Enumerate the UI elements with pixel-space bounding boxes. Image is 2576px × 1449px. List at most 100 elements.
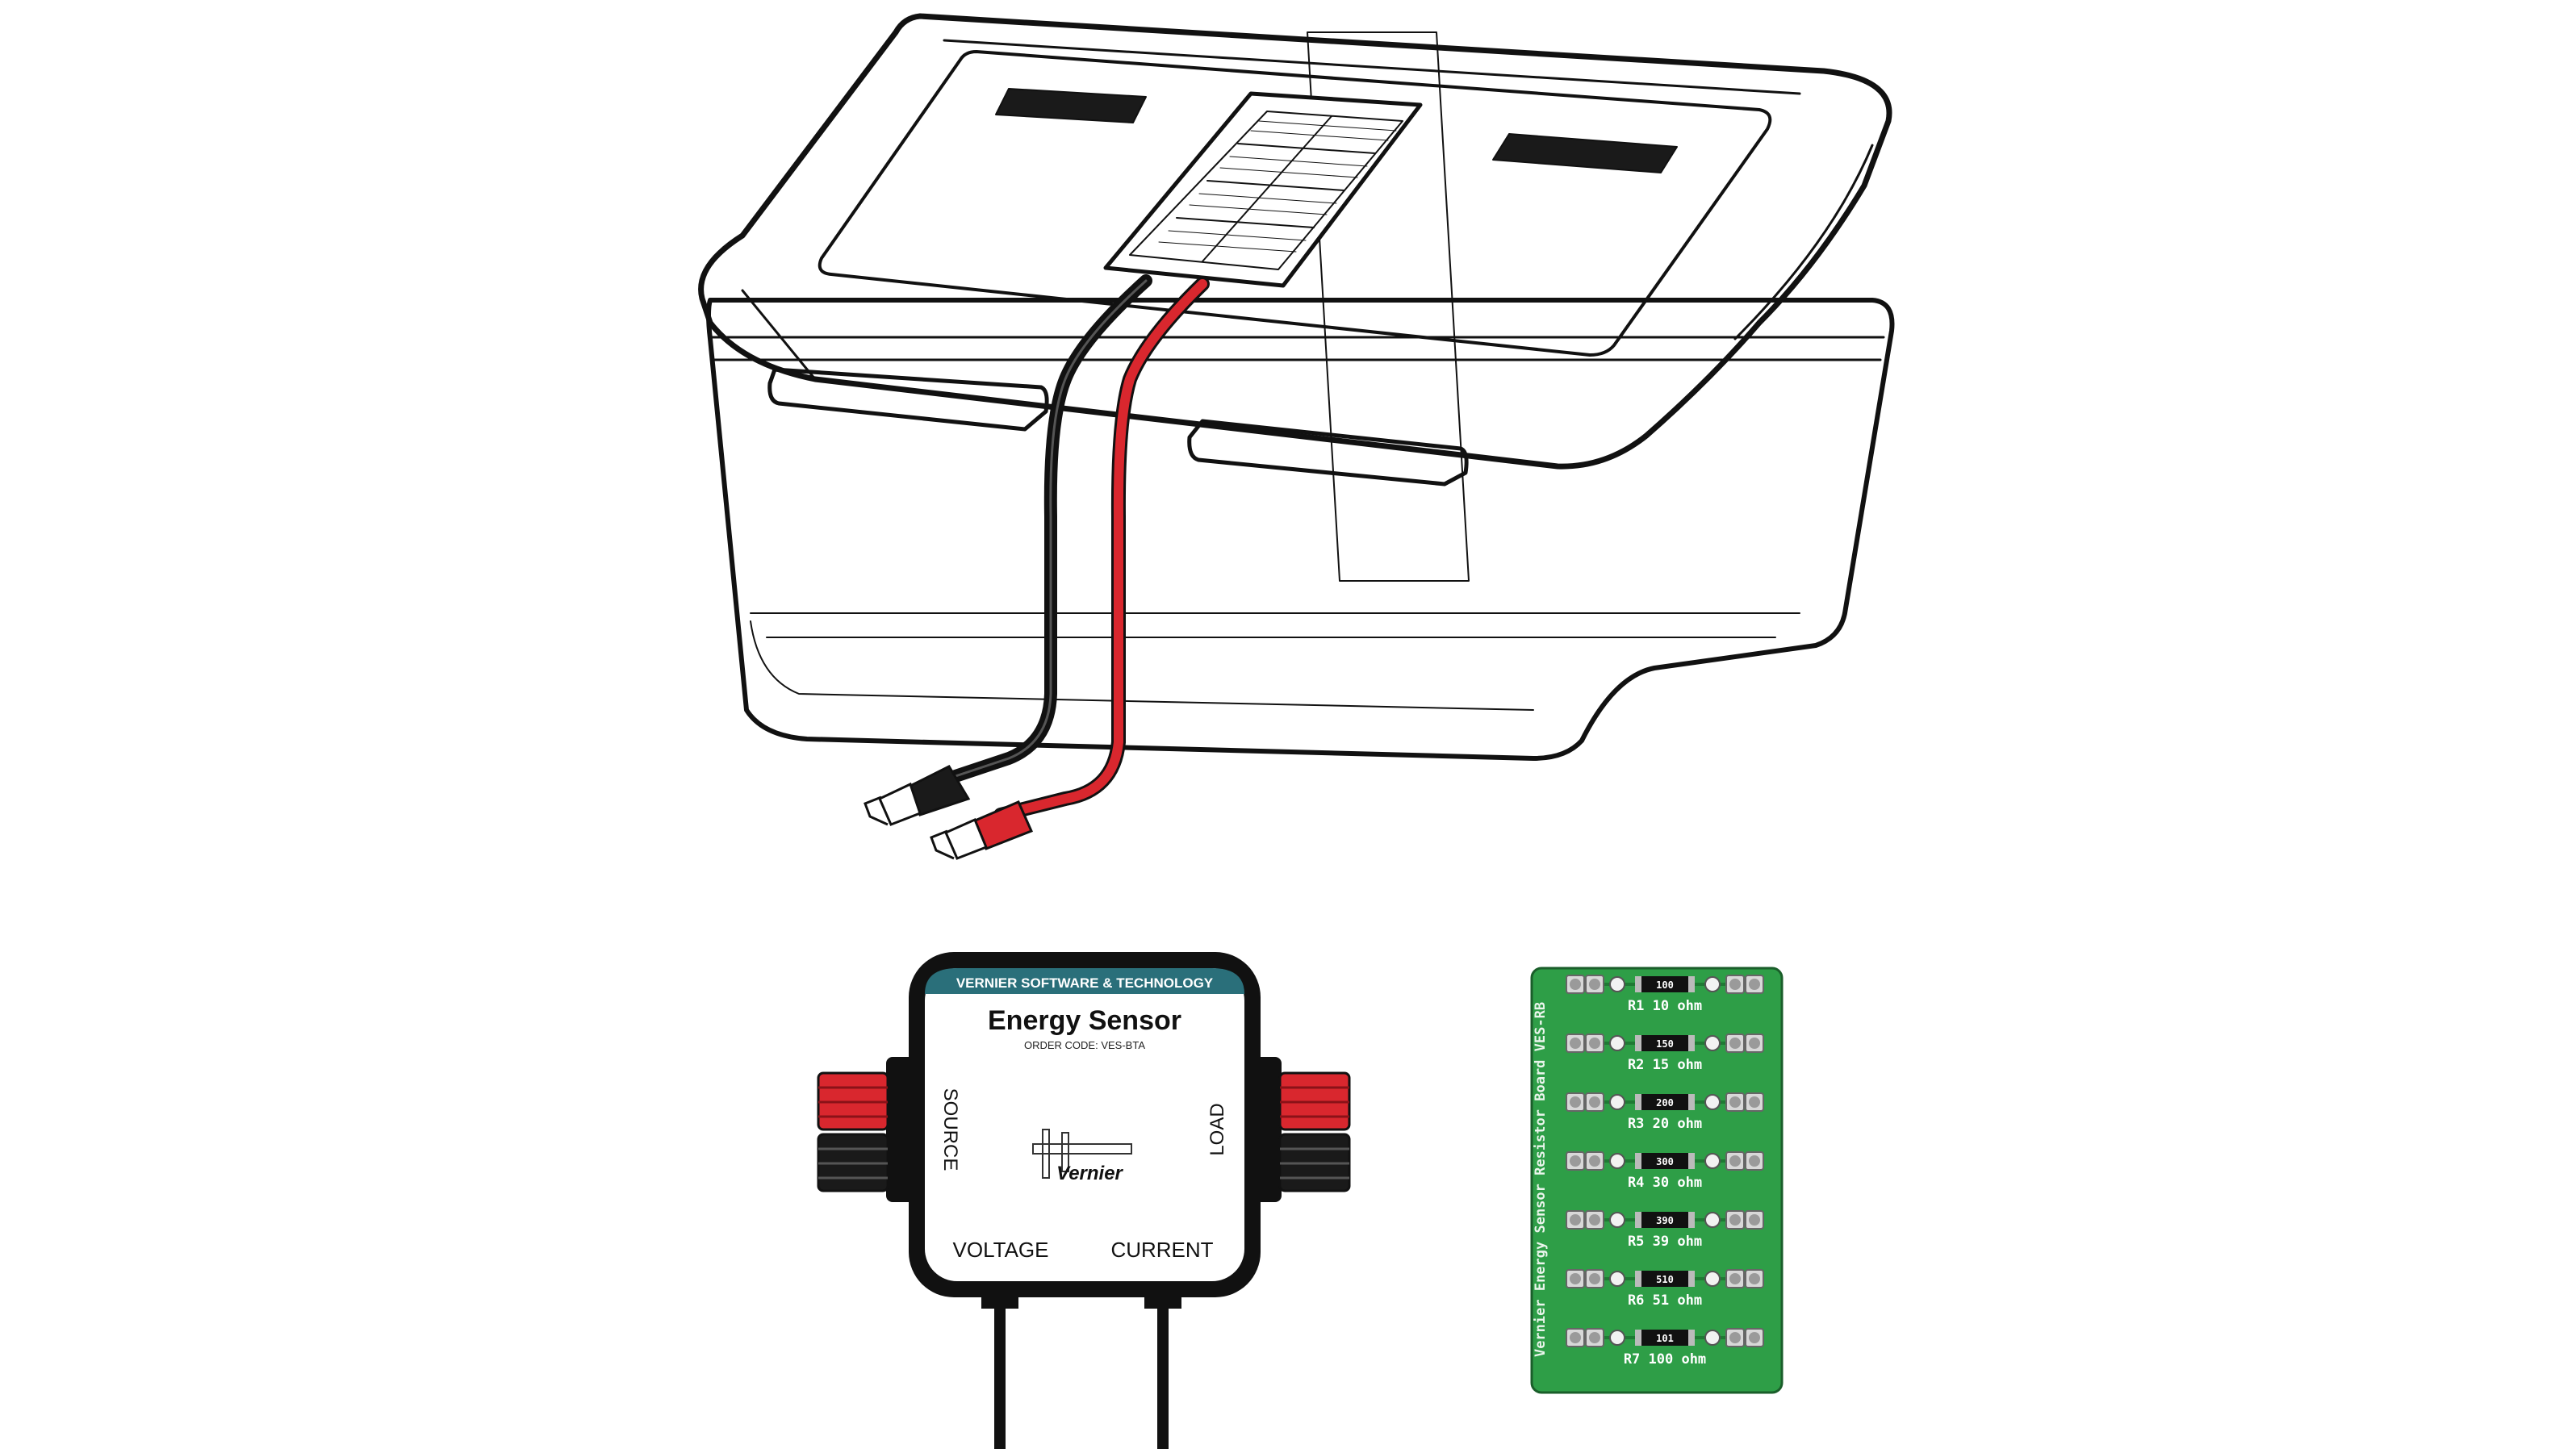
via — [1609, 1271, 1625, 1287]
smd-resistor — [1640, 1212, 1690, 1228]
smd-resistor — [1640, 1271, 1690, 1287]
via — [1609, 1094, 1625, 1110]
energy-sensor: VERNIER SOFTWARE & TECHNOLOGY Energy Sen… — [817, 952, 1351, 1449]
box-body-outline — [706, 298, 1895, 761]
lid-inner-panel — [818, 50, 1772, 357]
load-red-ribs — [1280, 1086, 1349, 1118]
smd-resistor — [1640, 1094, 1690, 1110]
via — [1704, 976, 1721, 992]
terminal-hole — [1589, 1214, 1600, 1226]
terminal-hole — [1570, 979, 1581, 990]
source-terminals — [817, 1057, 923, 1202]
terminal-hole — [1589, 1332, 1600, 1343]
terminal-hole — [1570, 1096, 1581, 1108]
resistor-end — [1688, 1035, 1695, 1051]
resistor-code: 101 — [1656, 1333, 1674, 1344]
sensor-banner — [925, 968, 1244, 994]
resistor-end — [1635, 1035, 1641, 1051]
smd-resistor — [1640, 1035, 1690, 1051]
resistor-end — [1635, 1094, 1641, 1110]
right-clip — [1187, 419, 1469, 486]
resistor-end — [1688, 976, 1695, 992]
via — [1704, 1330, 1721, 1346]
red-banana-plug — [930, 800, 1034, 860]
lid-ridge — [741, 39, 1874, 381]
voltage-label: VOLTAGE — [953, 1238, 1049, 1262]
black-plug-body — [907, 765, 971, 816]
resistor-code: 390 — [1656, 1215, 1674, 1226]
terminal-hole — [1570, 1038, 1581, 1049]
source-label: SOURCE — [939, 1088, 961, 1171]
vernier-logo-text: Vernier — [1056, 1163, 1123, 1184]
sensor-face — [925, 968, 1244, 1281]
resistor-end — [1635, 1212, 1641, 1228]
resistor-end — [1688, 1212, 1695, 1228]
resistor-end — [1635, 976, 1641, 992]
lid-outline — [698, 13, 1892, 470]
sensor-title: Energy Sensor — [988, 1005, 1181, 1036]
box-base-line — [750, 612, 1800, 711]
red-plug-body — [971, 800, 1034, 850]
resistor-code: 300 — [1656, 1156, 1674, 1167]
via — [1609, 1330, 1625, 1346]
terminal-hole — [1749, 1214, 1760, 1226]
terminal-hole — [1570, 1273, 1581, 1284]
resistor-label: R3 20 ohm — [1628, 1116, 1702, 1132]
terminal-hole — [1570, 1332, 1581, 1343]
resistor-board: Vernier Energy Sensor Resistor Board VES… — [1530, 967, 1784, 1394]
terminal-hole — [1729, 1214, 1741, 1226]
via — [1609, 976, 1625, 992]
red-wire-fill — [996, 279, 1207, 820]
smd-resistor — [1640, 1330, 1690, 1346]
resistor-end — [1688, 1094, 1695, 1110]
sensor-order-code: ORDER CODE: VES-BTA — [1024, 1039, 1145, 1051]
resistor-end — [1688, 1271, 1695, 1287]
terminal-hole — [1729, 1332, 1741, 1343]
resistor-label: R2 15 ohm — [1628, 1057, 1702, 1073]
resistor-code: 200 — [1656, 1097, 1674, 1109]
resistor-label: R1 10 ohm — [1628, 998, 1702, 1014]
via — [1704, 1153, 1721, 1169]
resistor-code: 150 — [1656, 1038, 1674, 1050]
terminal-hole — [1749, 1096, 1760, 1108]
resistor-label: R6 51 ohm — [1628, 1292, 1702, 1309]
vernier-caliper-icon — [1032, 1129, 1132, 1179]
source-red-ribs — [818, 1086, 888, 1118]
current-cable — [1157, 1297, 1169, 1449]
via — [1704, 1271, 1721, 1287]
terminal-hole — [1570, 1214, 1581, 1226]
current-label: CURRENT — [1110, 1238, 1213, 1262]
terminal-hole — [1749, 1038, 1760, 1049]
terminal-hole — [1589, 1273, 1600, 1284]
board-side-label: Vernier Energy Sensor Resistor Board VES… — [1533, 1002, 1549, 1357]
box-rim — [709, 336, 1885, 361]
terminal-hole — [1729, 1096, 1741, 1108]
terminal-hole — [1749, 1332, 1760, 1343]
solar-panel-cell-hatch — [1158, 120, 1397, 253]
terminal-hole — [1589, 1096, 1600, 1108]
resistor-end — [1635, 1330, 1641, 1346]
resistor-label: R7 100 ohm — [1624, 1351, 1706, 1368]
red-plug-tip — [930, 818, 988, 860]
resistor-label: R5 39 ohm — [1628, 1234, 1702, 1250]
terminal-hole — [1749, 1155, 1760, 1167]
solar-wires — [930, 274, 1210, 822]
terminal-hole — [1729, 1038, 1741, 1049]
foam-pad-left — [995, 88, 1147, 123]
terminal-hole — [1729, 1155, 1741, 1167]
via — [1609, 1153, 1625, 1169]
plastic-container — [698, 13, 1895, 761]
foam-pad-right — [1492, 133, 1678, 173]
resistor-row: 390 R5 39 ohm — [1566, 1210, 1764, 1250]
via — [1704, 1212, 1721, 1228]
resistor-end — [1635, 1271, 1641, 1287]
load-black-ribs — [1280, 1147, 1349, 1180]
black-banana-plug — [864, 765, 971, 826]
via — [1704, 1094, 1721, 1110]
terminal-hole — [1749, 1273, 1760, 1284]
terminal-hole — [1589, 1155, 1600, 1167]
